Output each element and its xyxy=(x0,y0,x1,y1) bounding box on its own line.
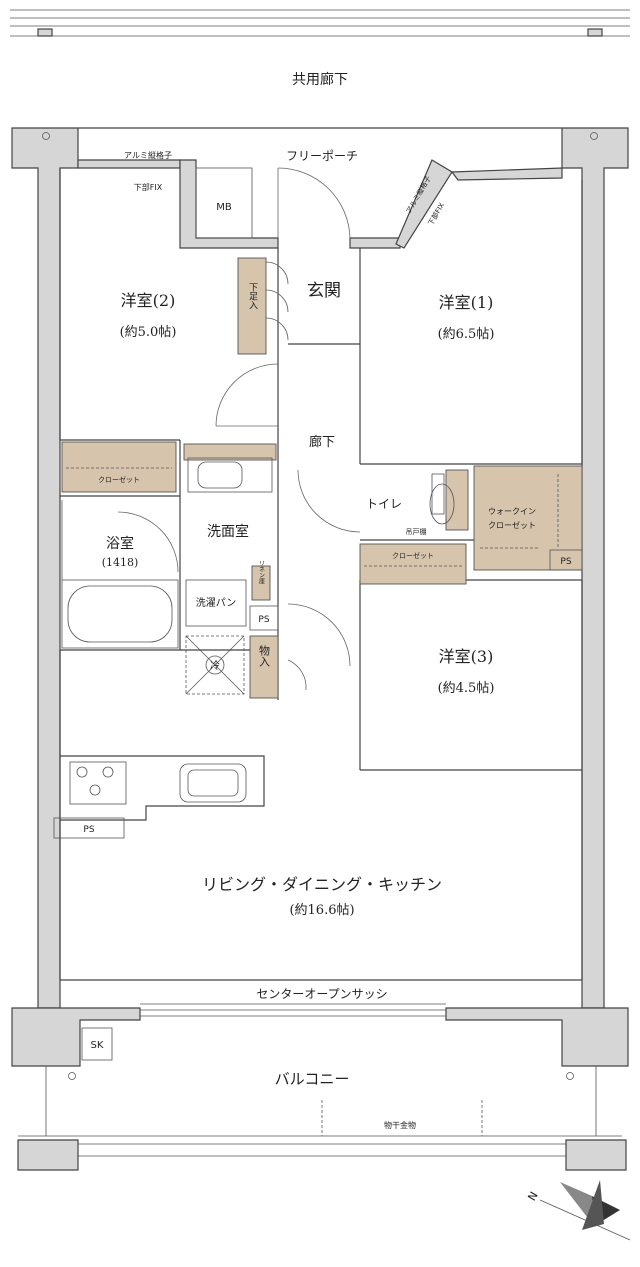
kitchen-counter xyxy=(60,755,265,821)
walk-in-closet-label-1: ウォークイン xyxy=(488,507,536,516)
entrance-doors xyxy=(215,167,361,691)
hallway-label: 廊下 xyxy=(309,434,335,450)
closet-room2-label: クローゼット xyxy=(98,475,140,484)
bathtub xyxy=(61,500,179,649)
washroom-label: 洗面室 xyxy=(207,523,249,540)
toilet-fixture xyxy=(429,473,455,525)
western-room-2-label: 洋室(2) xyxy=(121,291,176,310)
center-open-sash-window xyxy=(140,1003,446,1017)
mb-label: MB xyxy=(216,202,232,213)
toilet-label: トイレ xyxy=(366,497,402,511)
western-room-1-label: 洋室(1) xyxy=(439,293,494,312)
ps-label-2: PS xyxy=(560,557,571,567)
hanging-shelf-label: 吊戸棚 xyxy=(406,527,427,536)
western-room-2-size: (約5.0帖) xyxy=(120,325,177,340)
shoe-storage-label: 下足入 xyxy=(247,283,258,310)
north-label: N xyxy=(525,1189,540,1203)
lower-fix-left-label: 下部FIX xyxy=(134,182,163,192)
center-open-sash-label: センターオープンサッシ xyxy=(256,987,387,1001)
exterior-walls xyxy=(11,127,629,1067)
ps-label-1: PS xyxy=(258,615,269,625)
fridge-space xyxy=(185,635,245,695)
washbasin xyxy=(187,457,273,493)
western-room-1-size: (約6.5帖) xyxy=(438,327,495,342)
sk-label: SK xyxy=(91,1040,104,1051)
mb-box xyxy=(195,167,253,239)
bathroom-label: 浴室 xyxy=(106,535,134,552)
ps-box-2 xyxy=(549,549,583,571)
balcony-area xyxy=(17,1027,627,1171)
corridor-railing xyxy=(10,9,630,37)
linen-label: リネン庫 xyxy=(258,560,265,585)
walk-in-closet-label-2: クローゼット xyxy=(488,520,536,530)
washing-pan-label: 洗濯パン xyxy=(196,597,237,609)
entrance-label: 玄関 xyxy=(307,281,341,301)
storage-label: 物入 xyxy=(258,644,271,667)
ldk-size: (約16.6帖) xyxy=(289,903,354,918)
washing-pan-box xyxy=(185,579,247,627)
western-room-3-label: 洋室(3) xyxy=(439,647,494,666)
free-porch-label: フリーポーチ xyxy=(286,149,358,163)
bath-door xyxy=(117,511,179,573)
closet-room3-label: クローゼット xyxy=(392,551,434,560)
balcony-label: バルコニー xyxy=(275,1070,350,1088)
corridor-label: 共用廊下 xyxy=(292,71,348,88)
storage-areas xyxy=(61,257,583,699)
aluminum-lattice-left-label: アルミ縦格子 xyxy=(124,150,172,160)
fridge-label: 冷 xyxy=(210,659,220,672)
ldk-label: リビング・ダイニング・キッチン xyxy=(202,875,442,894)
ps-box-1 xyxy=(249,605,279,631)
western-room-3-size: (約4.5帖) xyxy=(438,681,495,696)
compass-icon xyxy=(539,1180,631,1241)
ps-label-3: PS xyxy=(83,825,94,835)
ps-box-3 xyxy=(53,817,125,839)
bathroom-size: (1418) xyxy=(102,556,139,569)
drying-rack-label: 物干金物 xyxy=(384,1120,416,1130)
